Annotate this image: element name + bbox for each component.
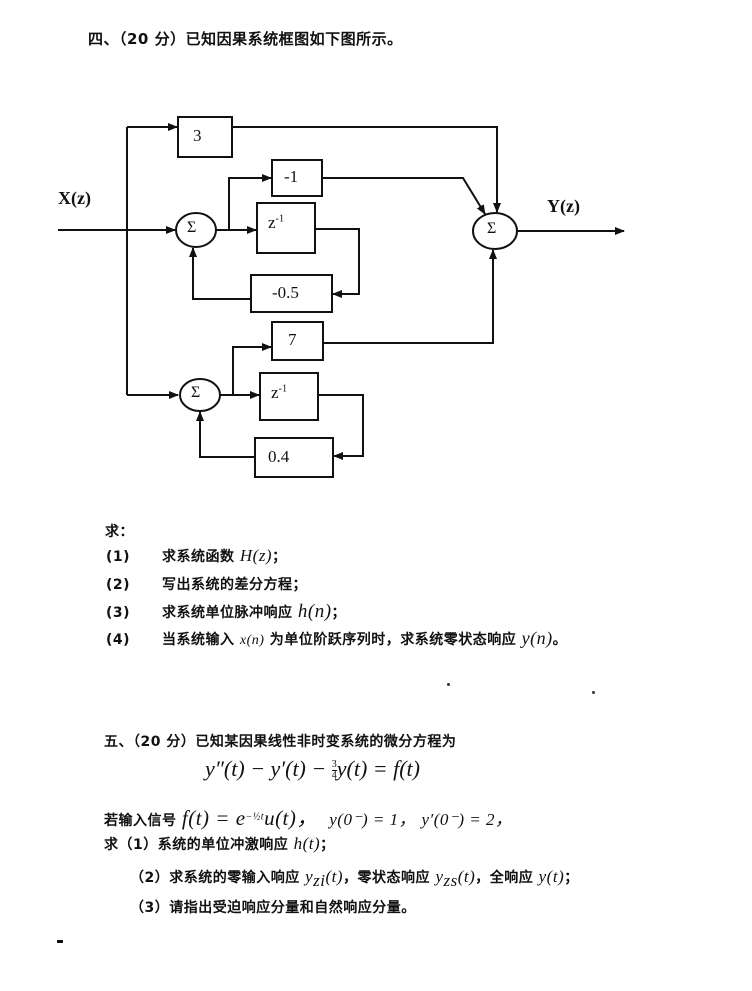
gain-3-block bbox=[177, 116, 233, 158]
ask-label: 求： bbox=[105, 524, 134, 540]
upper-delay-block bbox=[256, 202, 316, 254]
question-4-1: (1)求系统函数 H(z)； bbox=[106, 546, 287, 565]
input-label: X(z) bbox=[58, 188, 91, 208]
gain-neg0.5-block bbox=[250, 274, 333, 313]
gain-0.4-block bbox=[254, 437, 334, 478]
gain-0.4-label: 0.4 bbox=[268, 447, 290, 466]
lower-delay-label: z-1 bbox=[271, 383, 288, 402]
question-4-4: (4)当系统输入 x(n) 为单位阶跃序列时，求系统零状态响应 y(n)。 bbox=[106, 628, 568, 648]
gain-neg0.5-label: -0.5 bbox=[272, 283, 299, 302]
upper-delay-label: z-1 bbox=[268, 213, 285, 232]
lower-delay-block bbox=[259, 372, 319, 421]
scan-mark bbox=[57, 940, 63, 943]
problem-5-heading: 五、（20 分）已知某因果线性非时变系统的微分方程为 bbox=[104, 734, 457, 750]
problem-4-heading: 四、（20 分）已知因果系统框图如下图所示。 bbox=[88, 30, 403, 48]
question-5-1: 求（1）系统的单位冲激响应 h(t)； bbox=[104, 834, 335, 853]
block-diagram bbox=[58, 116, 625, 478]
lower-sum-symbol: Σ bbox=[191, 384, 201, 401]
question-4-3: (3)求系统单位脉冲响应 h(n)； bbox=[106, 601, 347, 622]
input-signal-line: 若输入信号 f(t) = e−½tu(t)， y(0⁻) = 1， y′(0⁻)… bbox=[104, 806, 513, 830]
question-5-3: （3）请指出受迫响应分量和自然响应分量。 bbox=[130, 900, 416, 916]
gain-7-label: 7 bbox=[288, 330, 297, 349]
output-label: Y(z) bbox=[547, 196, 580, 216]
scan-dot bbox=[447, 683, 450, 686]
scan-dot bbox=[592, 691, 595, 694]
gain-neg1-label: -1 bbox=[284, 167, 299, 186]
gain-7-block bbox=[271, 321, 324, 361]
gain-3-label: 3 bbox=[193, 126, 202, 145]
question-4-2: (2)写出系统的差分方程； bbox=[106, 577, 307, 593]
question-5-2: （2）求系统的零输入响应 yzi(t)，零状态响应 yzs(t)，全响应 y(t… bbox=[130, 867, 579, 890]
upper-sum-symbol: Σ bbox=[187, 219, 197, 236]
gain-3-to-sum-line bbox=[232, 126, 501, 213]
output-sum-symbol: Σ bbox=[487, 220, 497, 237]
